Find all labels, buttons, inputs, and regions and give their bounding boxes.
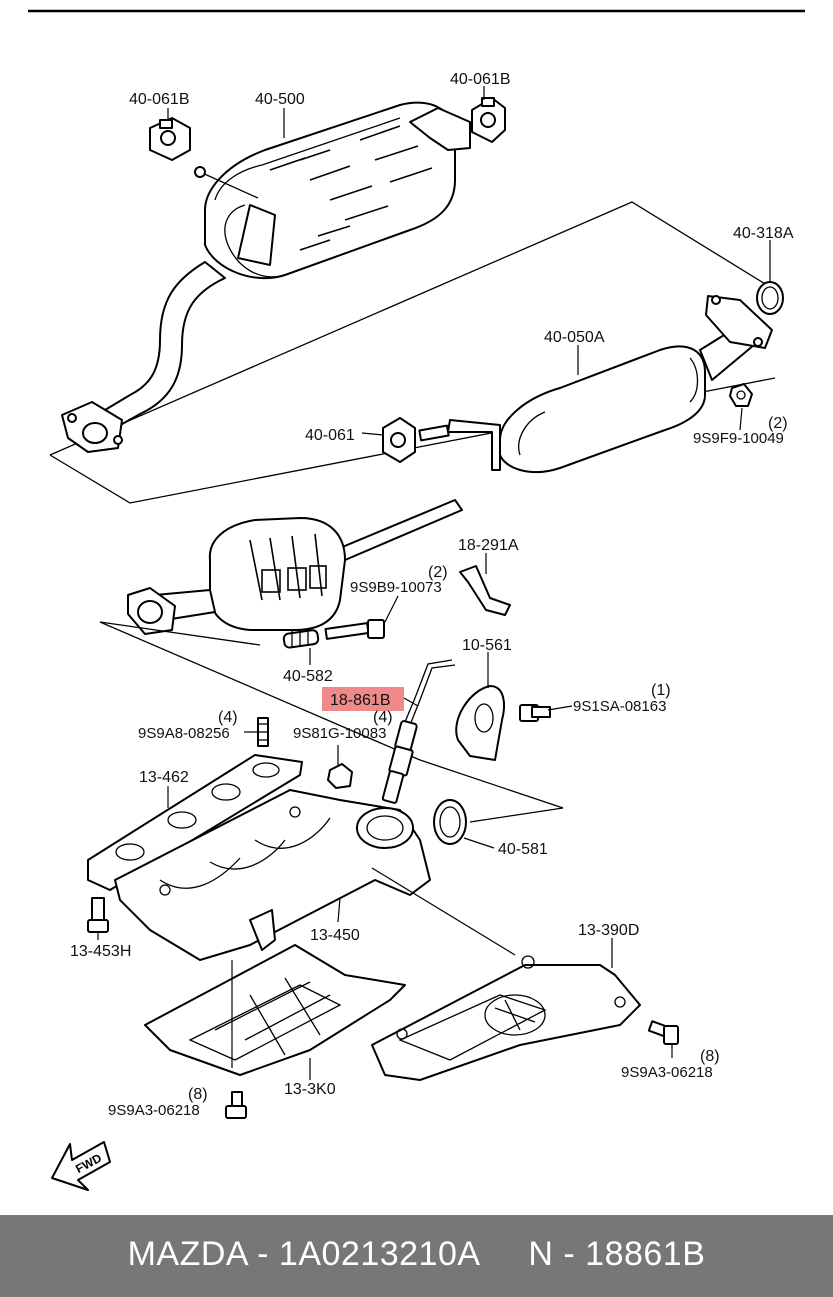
bolt-9s9a3-06218-left: [225, 1091, 247, 1119]
gasket-ring-40-581: [433, 799, 467, 845]
label-13-462: 13-462: [139, 769, 189, 786]
gasket-10-561: [455, 685, 505, 761]
label-9s9f9-10049: 9S9F9-10049: [693, 430, 784, 447]
label-9s9b9-10073: 9S9B9-10073: [350, 579, 442, 596]
label-40-581: 40-581: [498, 841, 548, 858]
footer-bar: MAZDA - 1A0213210A N - 18861B: [0, 1215, 833, 1297]
hanger-40-061: [382, 417, 416, 463]
qty-9s81g: (4): [373, 709, 393, 726]
label-40-061: 40-061: [305, 427, 355, 444]
part-number-caption: MAZDA - 1A0213210A N - 18861B: [127, 1235, 706, 1273]
front-boundary-line: [99, 621, 421, 761]
part-labels: 40-061B 40-500 40-061B 40-318A 40-050A 4…: [70, 71, 794, 1119]
qty-9s9b9: (2): [428, 564, 448, 581]
manifold-gasket-13-462: [87, 754, 303, 891]
qty-9s9f9: (2): [768, 415, 788, 432]
label-9s9a8-08256: 9S9A8-08256: [138, 725, 230, 742]
forward-arrow-icon: FWD: [51, 1141, 111, 1191]
front-boundary-line-2: [99, 621, 261, 646]
oxygen-sensor-18-861b: [381, 659, 456, 804]
label-9s1sa-08163: 9S1SA-08163: [573, 698, 666, 715]
bolt-9s1sa-08163: [519, 704, 551, 722]
nut-9s81g-10083: [327, 763, 353, 789]
exhaust-manifold-13-450: [114, 789, 431, 961]
bracket-18-291a: [459, 565, 511, 616]
bolt-9s9a3-06218-right: [647, 1020, 679, 1045]
label-40-061b-left: 40-061B: [129, 91, 190, 108]
label-40-050a: 40-050A: [544, 329, 605, 346]
hanger-40-061b-left: [149, 117, 191, 161]
leader-lines: [97, 86, 771, 1080]
label-18-861b: 18-861B: [330, 692, 391, 709]
label-40-500: 40-500: [255, 91, 305, 108]
bolt-13-453h: [87, 897, 109, 933]
rear-muffler-40-500: [61, 101, 471, 453]
label-13-3k0: 13-3K0: [284, 1081, 336, 1098]
label-9s9a3-06218-right: 9S9A3-06218: [621, 1064, 713, 1081]
qty-9s1sa: (1): [651, 682, 671, 699]
label-40-582: 40-582: [283, 668, 333, 685]
label-40-061b-right: 40-061B: [450, 71, 511, 88]
label-10-561: 10-561: [462, 637, 512, 654]
center-pipe-40-050a: [418, 295, 773, 473]
label-40-318a: 40-318A: [733, 225, 794, 242]
label-13-390d: 13-390D: [578, 922, 639, 939]
nut-9s9f9-10049: [729, 383, 753, 407]
gasket-40-318a: [756, 281, 784, 315]
hanger-40-061b-right: [471, 97, 506, 143]
highlight-18-861b: [322, 687, 404, 711]
stud-9s9a8-08256: [257, 717, 269, 747]
front-pipe-catalyst: [127, 499, 463, 635]
label-18-291a: 18-291A: [458, 537, 519, 554]
gasket-boundary-line: [419, 759, 564, 823]
exhaust-system-parts-diagram: 40-061B 40-500 40-061B 40-318A 40-050A 4…: [28, 9, 805, 1191]
label-13-453h: 13-453H: [70, 943, 131, 960]
label-9s81g-10083: 9S81G-10083: [293, 725, 386, 742]
qty-9s9a8: (4): [218, 709, 238, 726]
qty-9s9a3-right: (8): [700, 1048, 720, 1065]
label-9s9a3-06218-left: 9S9A3-06218: [108, 1102, 200, 1119]
heat-shield-13-3k0: [144, 944, 406, 1076]
spring-40-582: [282, 629, 320, 649]
bolt-9s9b9-10073: [324, 619, 385, 640]
label-13-450: 13-450: [310, 927, 360, 944]
qty-9s9a3-left: (8): [188, 1086, 208, 1103]
heat-shield-13-390d: [371, 955, 641, 1081]
